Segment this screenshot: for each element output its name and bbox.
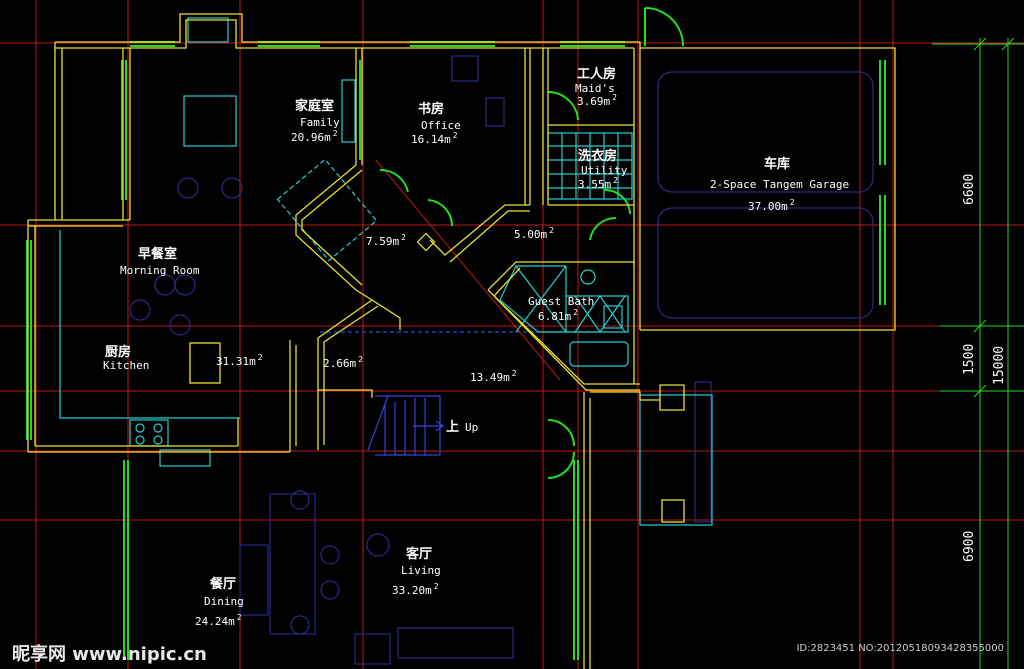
office-en: Office	[421, 119, 461, 132]
walls	[27, 13, 896, 669]
fixtures	[59, 17, 713, 526]
family-cn: 家庭室	[295, 98, 334, 114]
dimension-lines	[932, 37, 1024, 669]
office-cn: 书房	[418, 101, 444, 117]
utility-cn: 洗衣房	[578, 148, 617, 164]
living-cn: 客厅	[406, 546, 432, 562]
dim-15000: 15000	[992, 346, 1007, 385]
living-en: Living	[401, 564, 441, 577]
windows	[26, 7, 886, 660]
guest-bath-en: Guest Bath	[528, 295, 594, 308]
garage-cn: 车库	[764, 156, 790, 172]
dining-cn: 餐厅	[209, 576, 236, 592]
stair-cn: 上	[446, 420, 459, 435]
watermark-site: 昵享网 www.nipic.cn	[12, 644, 207, 665]
morning-cn: 早餐室	[138, 246, 177, 262]
garage-en: 2-Space Tangem Garage	[710, 178, 849, 191]
dim-1500: 1500	[962, 344, 977, 375]
staircase	[320, 331, 598, 456]
morning-en: Morning Room	[120, 264, 200, 277]
maids-en: Maid's	[575, 82, 615, 95]
dimension-labels: 6600 1500 15000 6900	[962, 174, 1007, 562]
utility-en: Utility	[581, 164, 628, 177]
kitchen-en: Kitchen	[103, 359, 149, 372]
watermark-id: ID:2823451 NO:20120518093428355000	[796, 643, 1004, 654]
maids-cn: 工人房	[577, 66, 616, 82]
stair-en: Up	[465, 421, 478, 434]
dining-en: Dining	[204, 595, 244, 608]
family-en: Family	[300, 116, 340, 129]
dim-6900: 6900	[962, 531, 977, 562]
kitchen-cn: 厨房	[105, 344, 131, 360]
furniture	[129, 55, 874, 665]
dim-6600: 6600	[962, 174, 977, 205]
